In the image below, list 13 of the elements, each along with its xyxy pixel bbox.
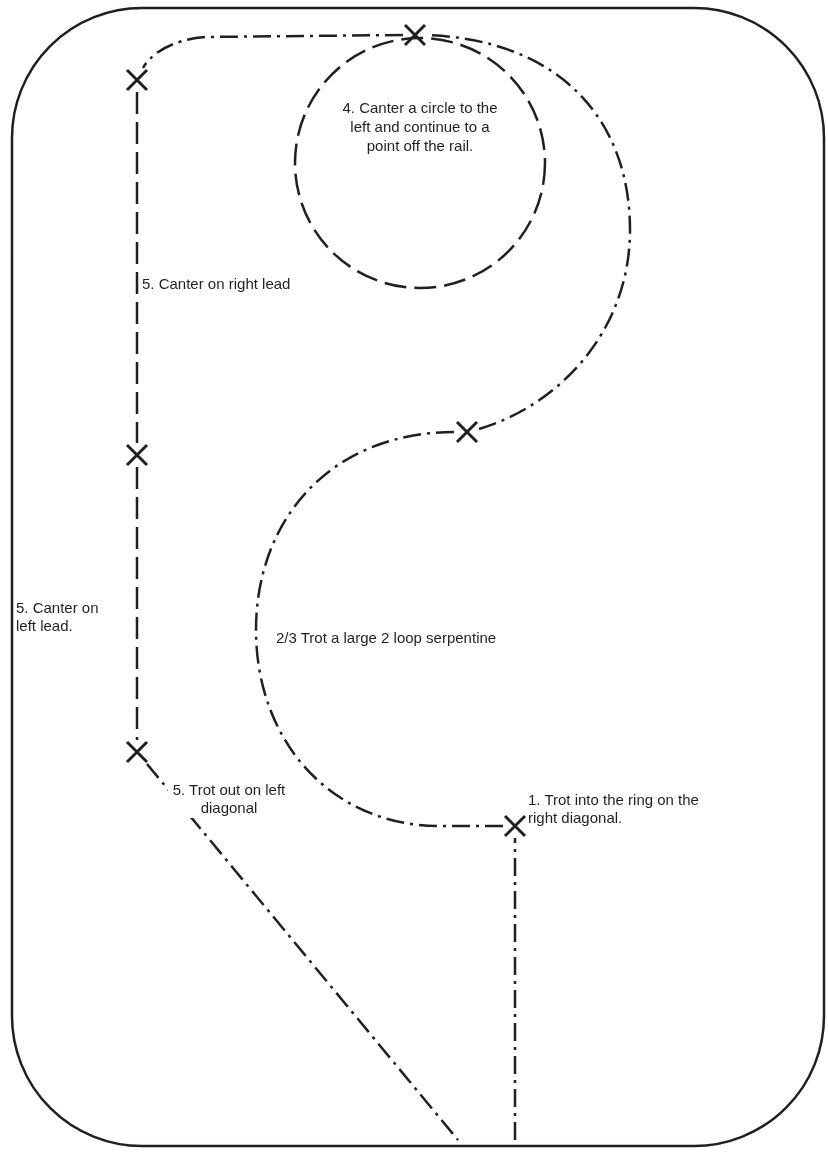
cross-mark — [403, 23, 427, 47]
dash-dot-route-line — [513, 838, 517, 1140]
dash-dot-route-line — [141, 33, 403, 69]
dash-dot-route-line — [146, 763, 459, 1141]
dashed-route-line — [135, 92, 139, 443]
cross-mark — [125, 68, 149, 92]
dash-dot-route-line — [254, 430, 503, 828]
cross-mark — [125, 443, 149, 467]
cross-mark — [455, 420, 479, 444]
cross-mark — [125, 740, 149, 764]
dashed-route-line — [135, 467, 139, 740]
cross-mark — [503, 814, 527, 838]
route-note: 4. Canter a circle to the left and continue to a point off the rail. — [341, 98, 499, 155]
